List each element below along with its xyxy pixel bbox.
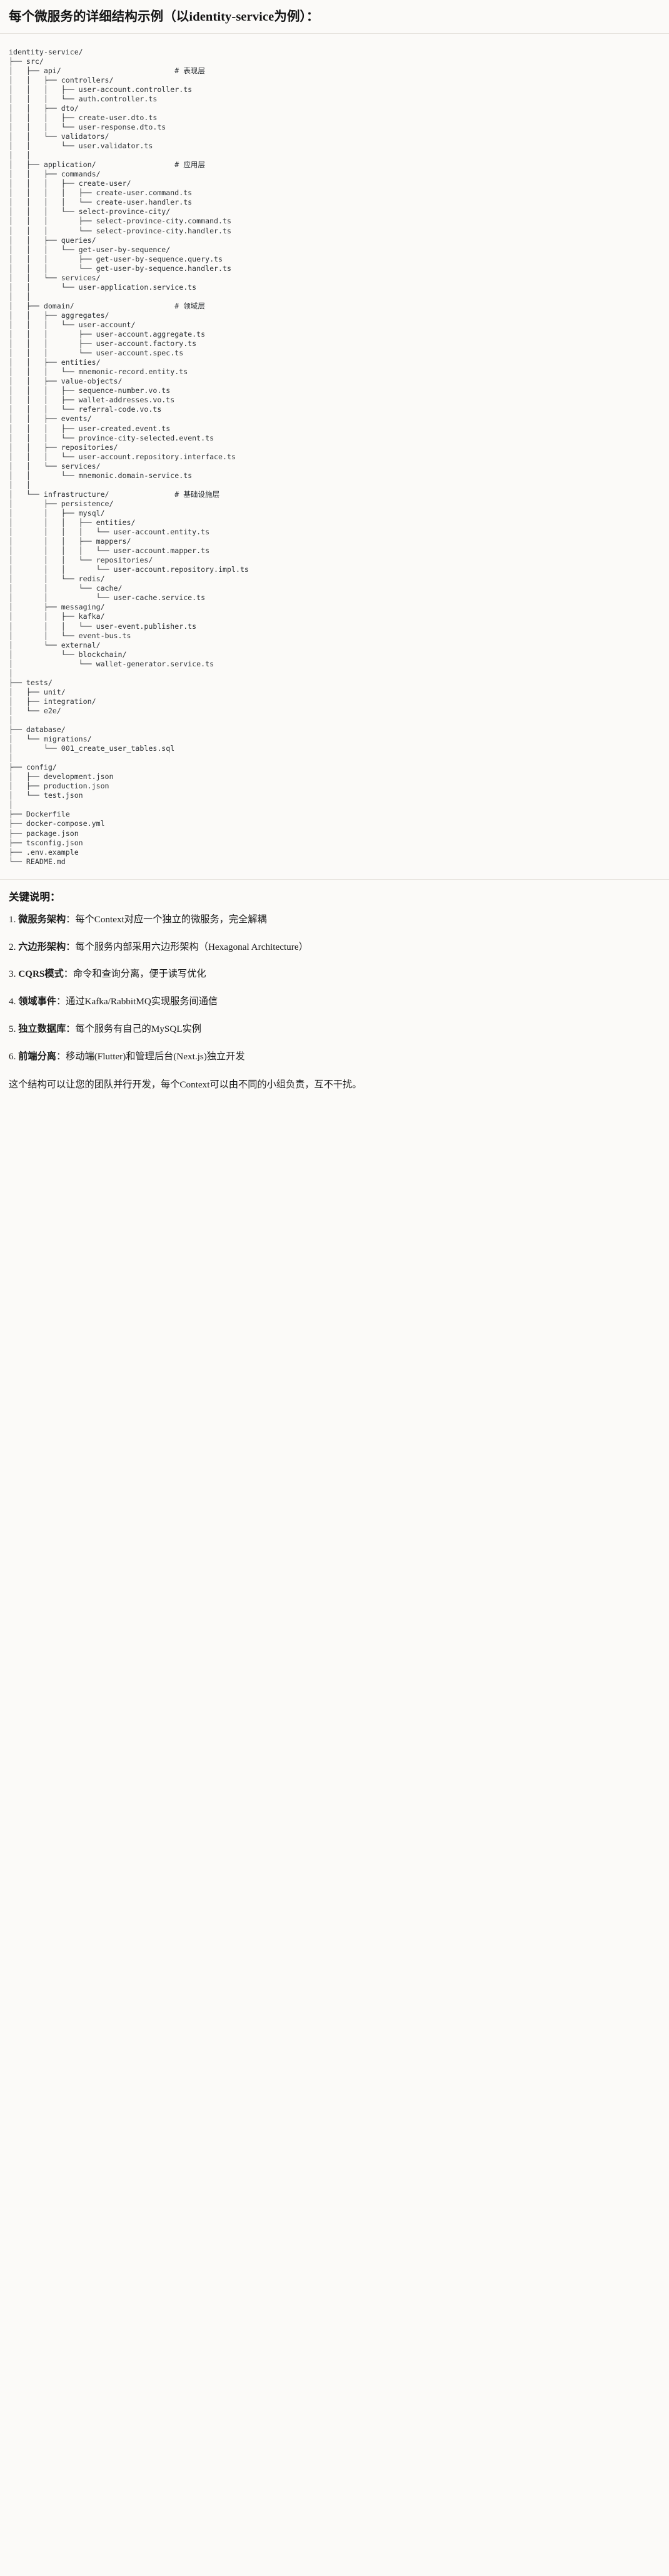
- key-note-number: 3.: [9, 969, 16, 980]
- directory-tree: identity-service/ ├── src/ │ ├── api/ # …: [9, 47, 249, 866]
- key-note-term: 微服务架构: [18, 914, 66, 925]
- page-title: 每个微服务的详细结构示例（以identity-service为例）：: [9, 10, 319, 24]
- directory-tree-block: identity-service/ ├── src/ │ ├── api/ # …: [0, 33, 669, 880]
- key-note-description: 命令和查询分离，便于读写优化: [73, 969, 206, 980]
- key-note-description: 每个服务有自己的MySQL实例: [75, 1024, 201, 1034]
- key-note-term: CQRS模式: [18, 969, 64, 980]
- key-note-term: 六边形架构: [18, 941, 66, 952]
- key-note-item: 2. 六边形架构：每个服务内部采用六边形架构（Hexagonal Archite…: [9, 940, 660, 955]
- key-note-term: 独立数据库: [18, 1024, 66, 1034]
- key-note-separator: ：: [66, 941, 76, 952]
- closing-paragraph: 这个结构可以让您的团队并行开发，每个Context可以由不同的小组负责，互不干扰…: [9, 1079, 362, 1090]
- key-note-item: 3. CQRS模式：命令和查询分离，便于读写优化: [9, 967, 660, 982]
- key-note-item: 1. 微服务架构：每个Context对应一个独立的微服务，完全解耦: [9, 913, 660, 927]
- title-bar: 每个微服务的详细结构示例（以identity-service为例）：: [0, 0, 669, 34]
- key-notes-heading: 关键说明：: [9, 890, 61, 903]
- key-note-description: 每个Context对应一个独立的微服务，完全解耦: [75, 914, 267, 925]
- key-note-separator: ：: [63, 969, 73, 980]
- key-note-description: 通过Kafka/RabbitMQ实现服务间通信: [66, 996, 218, 1007]
- key-note-item: 5. 独立数据库：每个服务有自己的MySQL实例: [9, 1022, 660, 1037]
- key-note-item: 4. 领域事件：通过Kafka/RabbitMQ实现服务间通信: [9, 995, 660, 1009]
- key-note-item: 6. 前端分离：移动端(Flutter)和管理后台(Next.js)独立开发: [9, 1050, 660, 1064]
- key-note-number: 1.: [9, 914, 16, 925]
- key-note-description: 每个服务内部采用六边形架构（Hexagonal Architecture）: [75, 941, 308, 952]
- key-note-separator: ：: [56, 996, 66, 1007]
- key-note-description: 移动端(Flutter)和管理后台(Next.js)独立开发: [66, 1051, 245, 1062]
- key-note-separator: ：: [66, 1024, 76, 1034]
- key-note-number: 5.: [9, 1024, 16, 1034]
- key-note-separator: ：: [66, 914, 76, 925]
- key-note-number: 6.: [9, 1051, 16, 1062]
- key-note-number: 2.: [9, 941, 16, 952]
- key-note-term: 领域事件: [18, 996, 56, 1007]
- key-note-term: 前端分离: [18, 1051, 56, 1062]
- key-note-number: 4.: [9, 996, 16, 1007]
- key-note-separator: ：: [56, 1051, 66, 1062]
